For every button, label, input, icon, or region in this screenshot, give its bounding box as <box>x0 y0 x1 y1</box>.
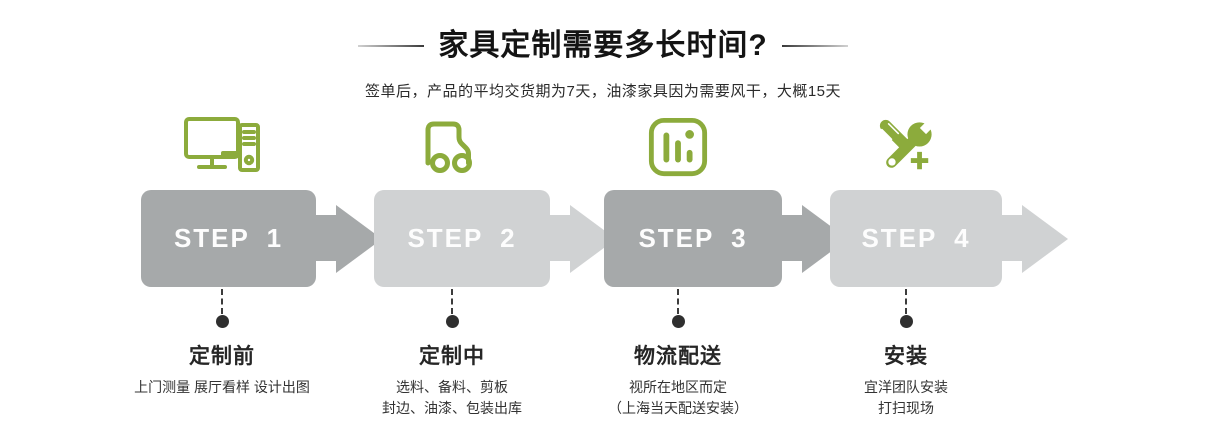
step-3-label: 物流配送 视所在地区而定 （上海当天配送安装） <box>548 340 808 419</box>
desktop-computer-icon <box>182 112 262 182</box>
desktop-computer-icon-svg <box>184 117 260 172</box>
step-4-connector-line <box>905 289 907 314</box>
step-3-connector-dot <box>671 315 685 328</box>
step-1-block: STEP 1 <box>141 190 316 287</box>
title-decor-line-left <box>358 45 425 47</box>
step-2-connector-dot <box>445 315 459 328</box>
step-2-name: 定制中 <box>419 345 485 368</box>
step-3-name: 物流配送 <box>634 345 722 368</box>
step-1-name: 定制前 <box>189 345 255 368</box>
title-decor-line-right <box>781 45 848 47</box>
step-2-badge: STEP 2 <box>407 223 517 253</box>
step-3-arrow-stub <box>780 215 802 261</box>
tools-install-icon-svg <box>879 118 937 170</box>
step-4-name: 安装 <box>884 345 928 368</box>
step-2-desc-line1: 选料、备料、剪板 <box>396 379 508 395</box>
step-1-connector-dot <box>215 315 229 328</box>
step-4-badge: STEP 4 <box>861 223 971 253</box>
step-4-block: STEP 4 <box>830 190 1002 287</box>
tools-install-icon <box>866 112 946 182</box>
step-2-label: 定制中 选料、备料、剪板 封边、油漆、包装出库 <box>322 340 582 419</box>
step-1-badge: STEP 1 <box>173 223 284 253</box>
step-3-desc-line2: （上海当天配送安装） <box>608 400 748 416</box>
page-title: 家具定制需要多长时间? <box>438 29 768 62</box>
step-3-desc-line1: 视所在地区而定 <box>629 379 727 395</box>
step-2-arrow-stub <box>548 215 570 261</box>
step-4-arrow-head <box>1022 205 1068 273</box>
step-2-desc-line2: 封边、油漆、包装出库 <box>382 400 522 416</box>
step-3-block: STEP 3 <box>604 190 782 287</box>
step-3-badge: STEP 3 <box>638 223 748 253</box>
step-4-arrow-stub <box>1000 215 1022 261</box>
step-4-desc-line1: 宜洋团队安装 <box>864 379 948 395</box>
step-1-arrow-stub <box>314 215 336 261</box>
step-4-connector-dot <box>899 315 913 328</box>
delivery-truck-icon <box>412 112 492 182</box>
step-3-connector-line <box>677 289 679 314</box>
delivery-truck-icon-svg <box>425 121 472 173</box>
bar-chart-icon <box>638 112 718 182</box>
step-1-label: 定制前 上门测量 展厅看样 设计出图 <box>92 340 352 398</box>
step-1-desc-line1: 上门测量 展厅看样 设计出图 <box>134 379 310 395</box>
step-4-desc-line2: 打扫现场 <box>878 400 934 416</box>
bar-chart-icon-svg <box>648 117 708 177</box>
step-4-label: 安装 宜洋团队安装 打扫现场 <box>776 340 1036 419</box>
page-subtitle: 签单后，产品的平均交货期为7天，油漆家具因为需要风干，大概15天 <box>364 83 842 100</box>
step-2-connector-line <box>451 289 453 314</box>
header: 家具定制需要多长时间? <box>0 30 1206 62</box>
step-1-connector-line <box>221 289 223 314</box>
step-2-block: STEP 2 <box>374 190 550 287</box>
